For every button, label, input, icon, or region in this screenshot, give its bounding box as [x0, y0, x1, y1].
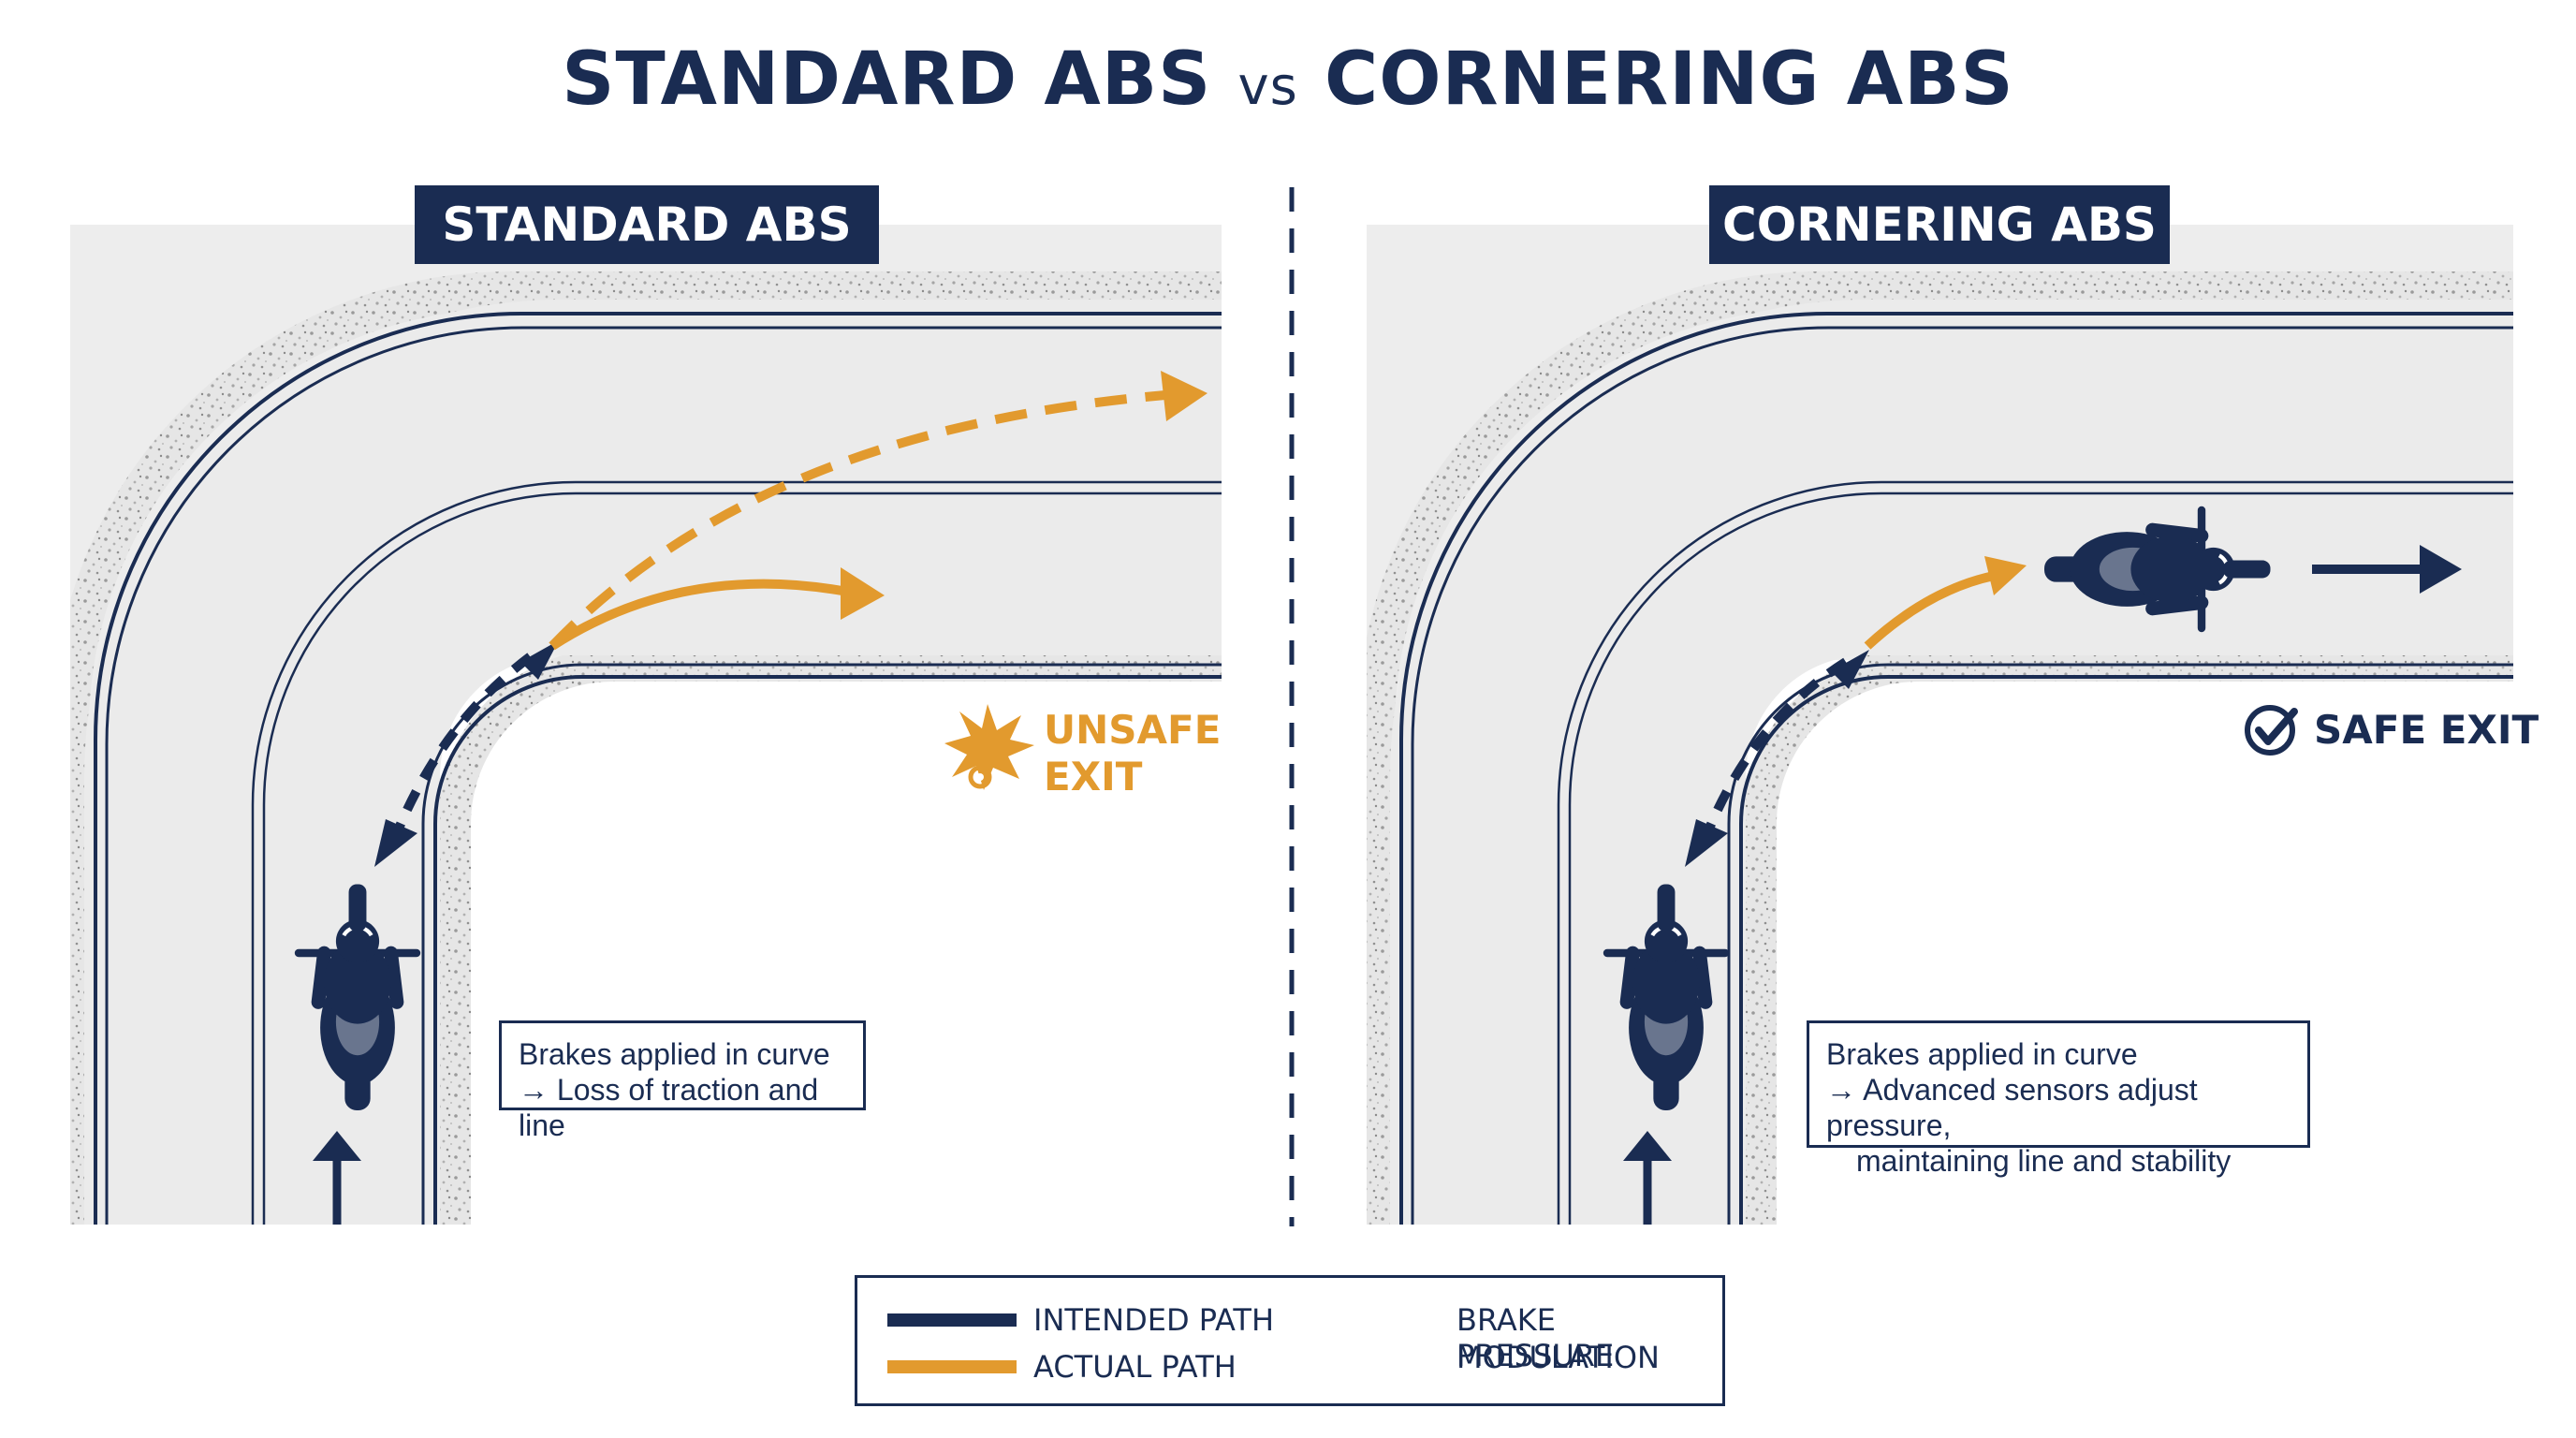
actual-path-curve [1864, 571, 1996, 650]
brake-arrow-down [1685, 819, 1728, 867]
entry-arrow-head [1623, 1131, 1672, 1161]
inner-gravel [437, 648, 1222, 1225]
brake-arrow-up [520, 640, 559, 680]
brake-modulation-path [388, 646, 541, 844]
actual-path-arrow [841, 567, 885, 620]
actual-path-swatch [887, 1360, 1017, 1373]
entry-arrow-head [313, 1131, 361, 1161]
check-circle-icon [2245, 705, 2298, 756]
impact-burst-icon [944, 704, 1034, 790]
actual-path-curve [549, 579, 848, 651]
cornering-abs-label: CORNERING ABS [1709, 185, 2170, 264]
unsafe-exit-path [549, 390, 1166, 650]
note-line-1: Brakes applied in curve [1826, 1037, 2138, 1071]
note-line-2: → Advanced sensors adjust pressure, [1826, 1073, 2198, 1142]
intended-path-swatch [887, 1313, 1017, 1327]
brake-modulation-path [1699, 655, 1852, 844]
note-line-1: Brakes applied in curve [519, 1037, 830, 1071]
status-line-1: SAFE EXIT [2314, 707, 2539, 753]
legend: INTENDED PATH ACTUAL PATH BRAKE PRESSURE… [855, 1275, 1725, 1406]
legend-brake-label-2: MODULATION [1456, 1340, 1660, 1375]
note-line-2: → Loss of traction and line [519, 1073, 819, 1142]
exit-arrow-head [2420, 545, 2462, 594]
inner-ground [426, 660, 1222, 1225]
page-title: STANDARD ABS vs CORNERING ABS [0, 37, 2576, 122]
unsafe-exit-arrow [1161, 371, 1208, 421]
inner-gravel [1743, 648, 2513, 1225]
road-surface [84, 300, 1222, 1225]
legend-intended-label: INTENDED PATH [1033, 1302, 1275, 1338]
brake-arrow-up [1831, 650, 1869, 689]
title-vs: vs [1237, 56, 1298, 117]
unsafe-exit-status: UNSAFE EXIT [1044, 707, 1221, 800]
standard-note: Brakes applied in curve → Loss of tracti… [499, 1020, 866, 1142]
road-surface [1390, 300, 2513, 1225]
cornering-note: Brakes applied in curve → Advanced senso… [1807, 1020, 2310, 1178]
standard-panel [70, 225, 1222, 1225]
title-left: STANDARD ABS [562, 37, 1212, 122]
note-line-3: maintaining line and stability [1856, 1144, 2232, 1178]
status-line-2: EXIT [1044, 754, 1143, 800]
brake-arrow-down [374, 819, 417, 867]
legend-actual-label: ACTUAL PATH [1033, 1349, 1237, 1385]
outer-gravel [70, 271, 1222, 1225]
status-line-1: UNSAFE [1044, 707, 1222, 753]
safe-exit-status: SAFE EXIT [2314, 707, 2539, 754]
standard-abs-label: STANDARD ABS [415, 185, 879, 264]
legend-brake-label-1: BRAKE PRESSURE [1456, 1302, 1615, 1373]
cornering-panel [1367, 225, 2513, 1225]
outer-gravel [1367, 271, 2513, 1225]
actual-path-arrow [1984, 556, 2027, 595]
title-right: CORNERING ABS [1324, 37, 2014, 122]
